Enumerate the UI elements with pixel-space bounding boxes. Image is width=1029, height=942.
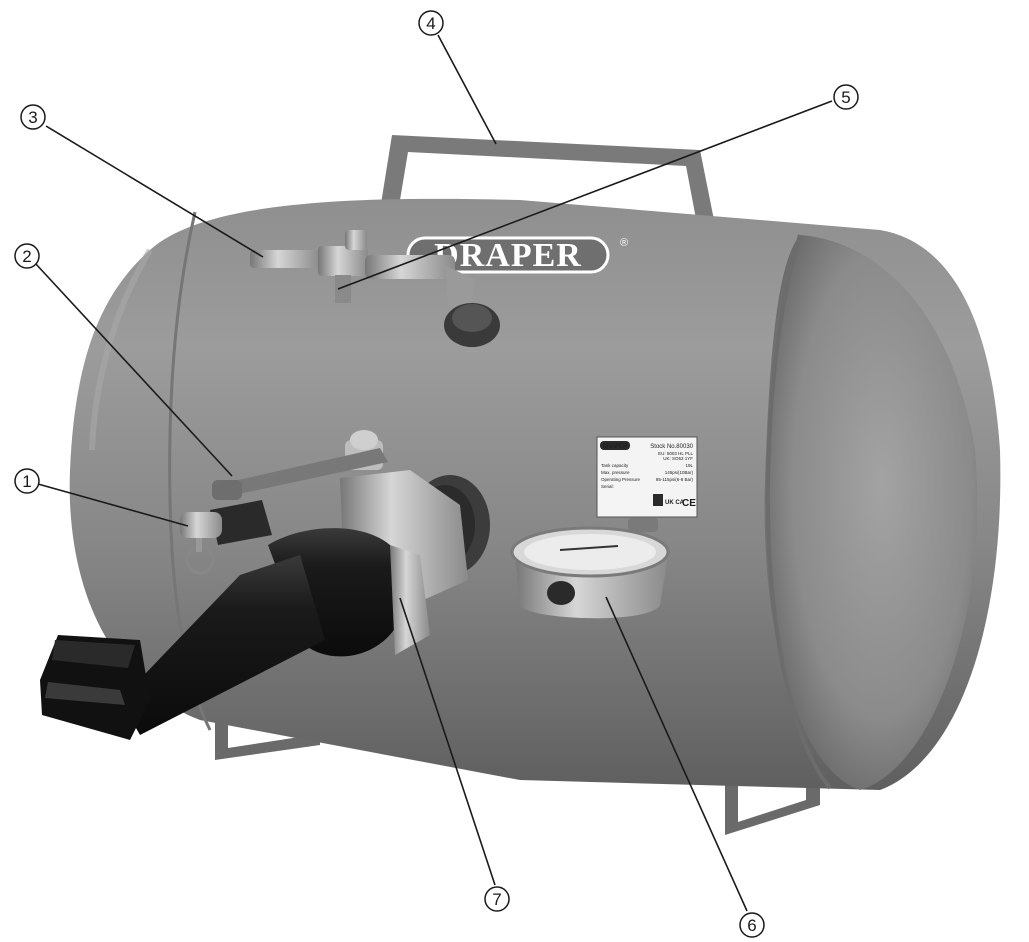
leader-line-7 xyxy=(399,597,496,886)
svg-text:6: 6 xyxy=(747,916,756,935)
callout-1: 1 xyxy=(14,468,40,494)
svg-text:19L: 19L xyxy=(685,463,693,468)
tank-body xyxy=(69,198,1001,790)
svg-text:Tank capacity: Tank capacity xyxy=(601,463,629,468)
svg-text:2: 2 xyxy=(22,247,31,266)
svg-text:85-115psi(6-8 Bar): 85-115psi(6-8 Bar) xyxy=(656,477,694,482)
svg-text:5: 5 xyxy=(841,88,850,107)
callout-5: 5 xyxy=(833,84,859,110)
leader-line-6 xyxy=(605,596,748,912)
top-fittings xyxy=(250,230,500,347)
leader-line-2 xyxy=(34,262,233,477)
svg-text:Operating Pressure: Operating Pressure xyxy=(601,477,641,482)
rating-plate: DRAPER Stock No.80030 EU: 5003 HL PLL UK… xyxy=(596,436,698,518)
leader-line-4 xyxy=(437,34,497,145)
callout-2: 2 xyxy=(14,243,40,269)
svg-text:®: ® xyxy=(620,237,628,249)
svg-text:Serial:: Serial: xyxy=(601,484,614,489)
svg-text:7: 7 xyxy=(492,890,501,909)
blast-nozzle xyxy=(40,528,430,740)
svg-text:3: 3 xyxy=(28,108,37,127)
callout-6: 6 xyxy=(739,912,765,938)
svg-text:DRAPER: DRAPER xyxy=(602,444,628,450)
svg-text:DRAPER: DRAPER xyxy=(434,237,582,274)
callout-4: 4 xyxy=(418,10,444,36)
leader-lines xyxy=(34,34,833,912)
quick-coupler xyxy=(180,500,272,575)
svg-text:145psi(10Bar): 145psi(10Bar) xyxy=(665,470,694,475)
pressure-gauge-icon xyxy=(559,545,619,551)
callout-7: 7 xyxy=(484,886,510,912)
svg-text:4: 4 xyxy=(426,14,435,33)
pressure-gauge xyxy=(510,518,670,619)
svg-text:Stock No.80030: Stock No.80030 xyxy=(650,444,693,450)
svg-text:1: 1 xyxy=(22,472,31,491)
svg-text:CE: CE xyxy=(682,498,696,509)
leader-line-1 xyxy=(37,483,189,527)
carry-handle xyxy=(380,135,718,240)
brand-logo: DRAPER ® xyxy=(406,236,628,274)
leader-line-5 xyxy=(337,100,833,290)
svg-text:UK: SO53 1YF: UK: SO53 1YF xyxy=(663,456,693,461)
leader-line-3 xyxy=(45,125,264,258)
svg-text:UK CA: UK CA xyxy=(665,500,685,506)
svg-text:EU: 5003 HL PLL: EU: 5003 HL PLL xyxy=(658,451,693,456)
svg-text:Max. pressure: Max. pressure xyxy=(601,470,630,475)
callout-3: 3 xyxy=(20,104,46,130)
